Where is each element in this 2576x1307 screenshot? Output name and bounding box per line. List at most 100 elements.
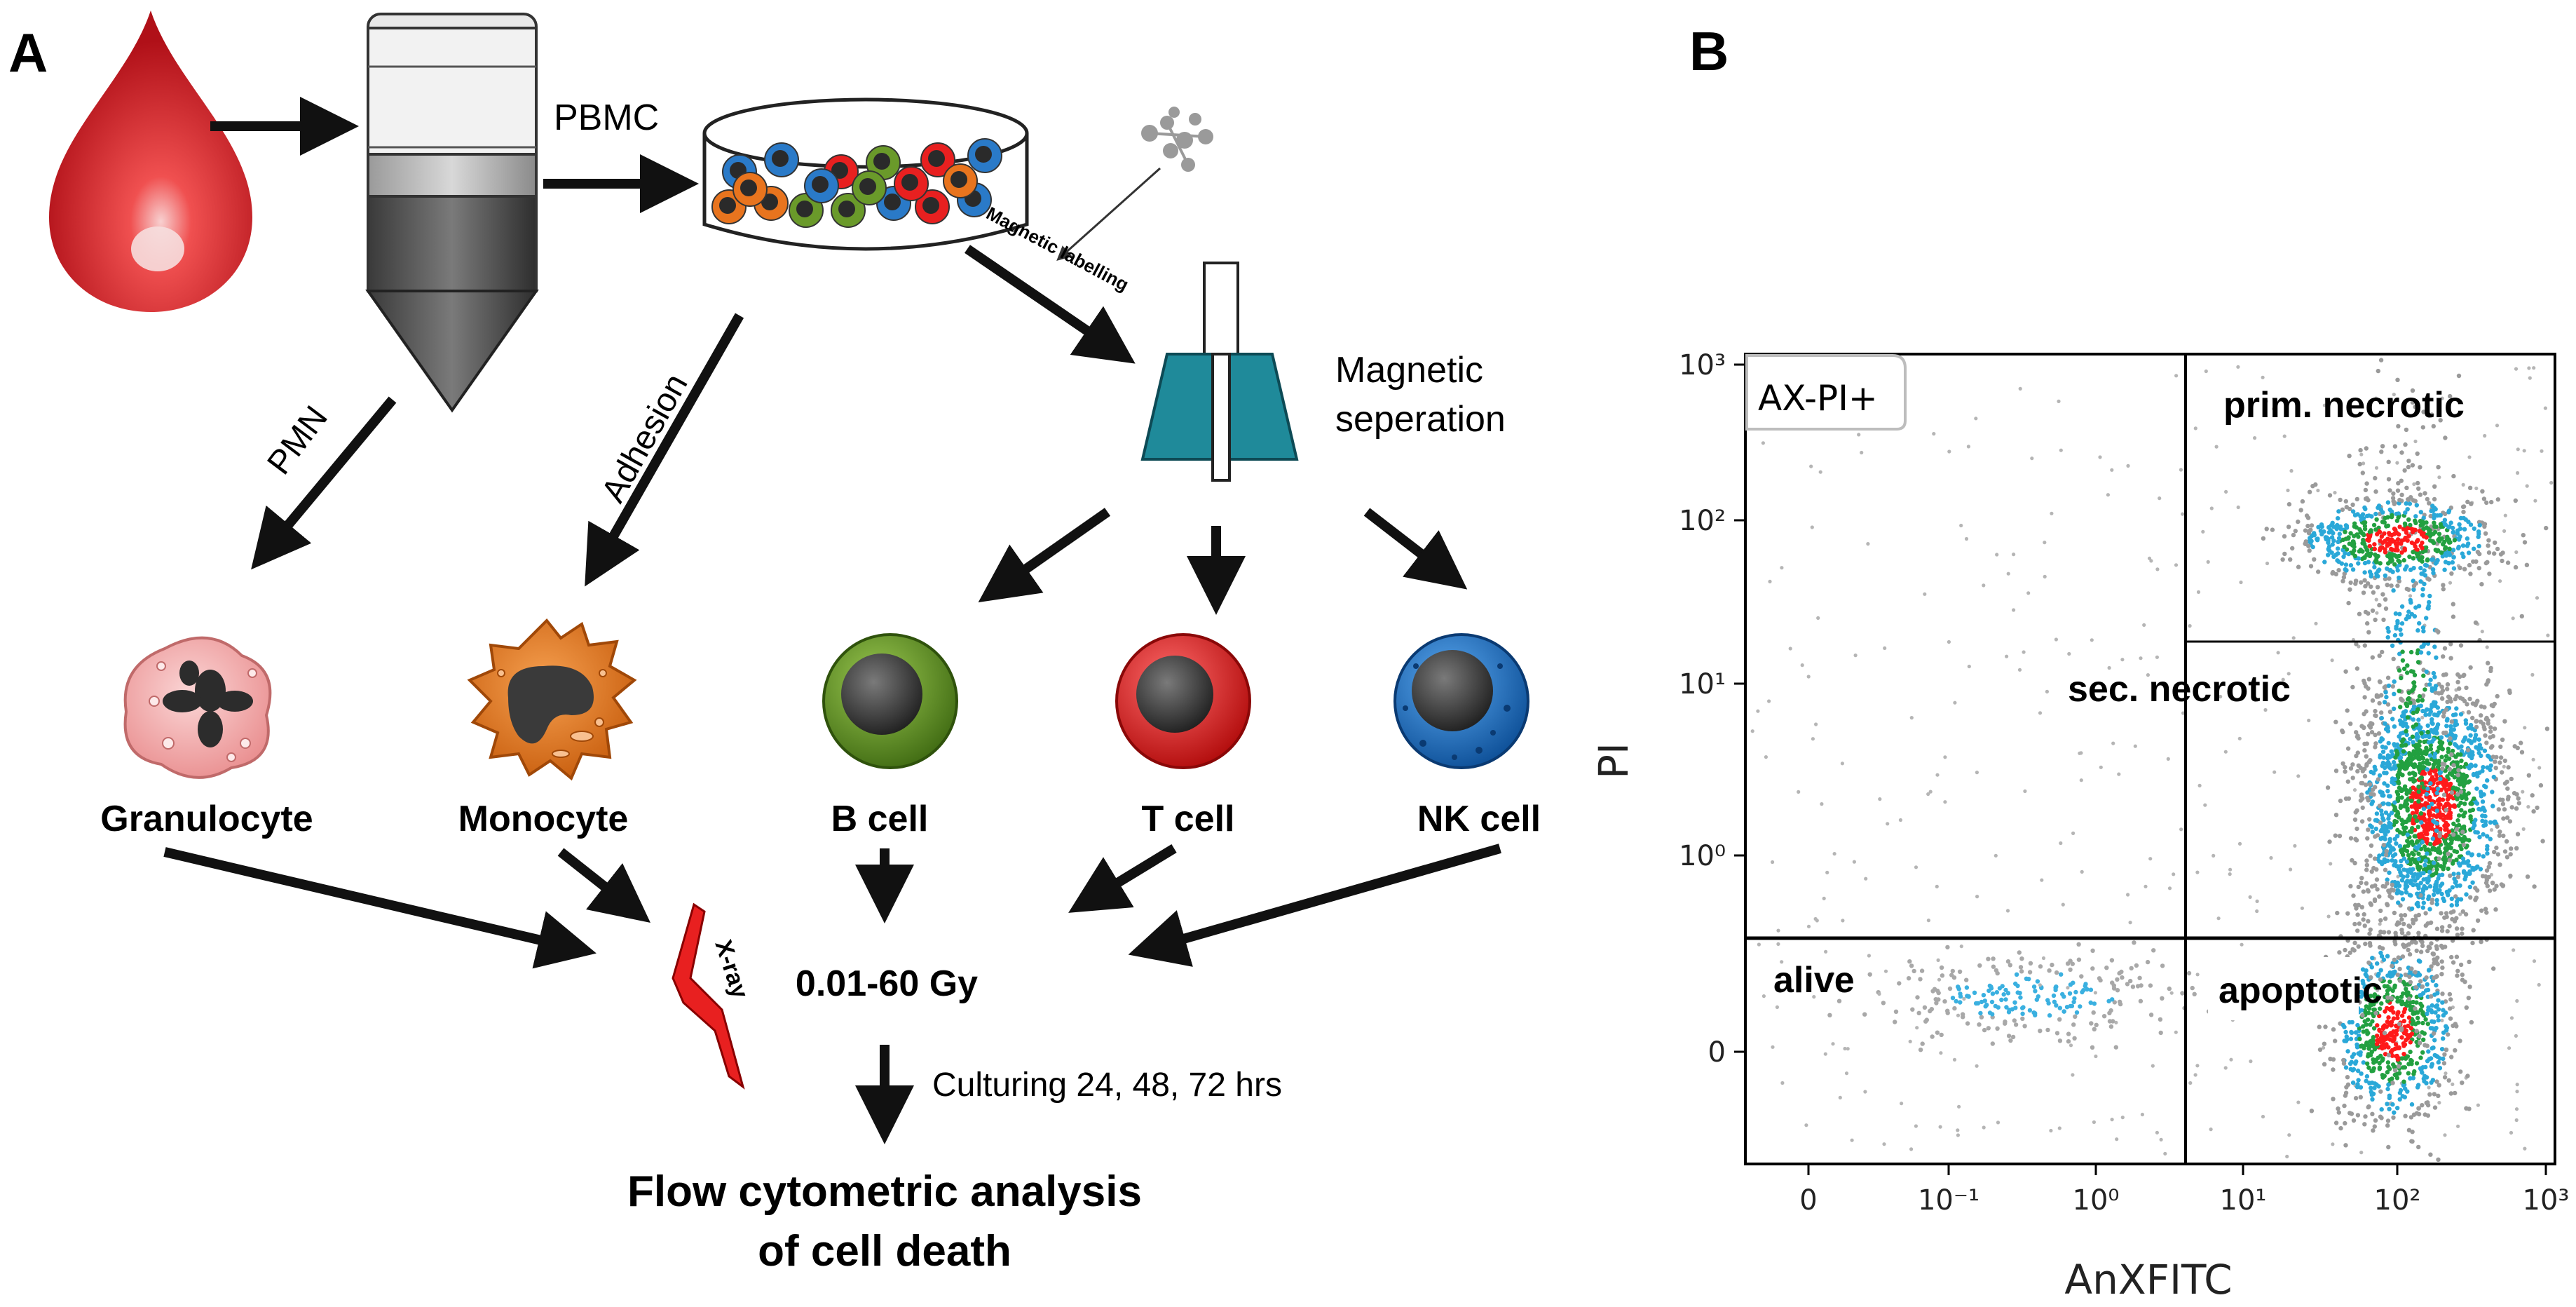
scatter-point: [2483, 907, 2488, 912]
scatter-point: [2392, 724, 2397, 729]
scatter-point: [2411, 1112, 2417, 1117]
scatter-point: [2444, 911, 2449, 916]
scatter-point: [2151, 1064, 2155, 1068]
dose-label: 0.01-60 Gy: [796, 963, 978, 1004]
scatter-point: [2480, 874, 2486, 879]
scatter-point: [2420, 698, 2425, 703]
scatter-point: [2166, 757, 2170, 761]
scatter-point: [2047, 1013, 2052, 1018]
scatter-point: [2393, 930, 2398, 935]
scatter-point: [2459, 808, 2464, 813]
scatter-point: [2148, 857, 2153, 861]
scatter-point: [2045, 689, 2049, 694]
scatter-point: [2500, 797, 2505, 803]
scatter-point: [2377, 602, 2382, 608]
scatter-point: [2148, 1013, 2154, 1017]
scatter-point: [1918, 977, 1923, 982]
scatter-point: [2435, 705, 2440, 710]
scatter-point: [2415, 1015, 2420, 1021]
scatter-point: [2434, 902, 2439, 907]
scatter-point: [2327, 839, 2332, 844]
scatter-point: [2427, 501, 2432, 506]
scatter-point: [2387, 888, 2392, 893]
scatter-point: [2064, 1005, 2070, 1010]
scatter-point: [1920, 1041, 1925, 1046]
scatter-point: [2463, 718, 2468, 723]
scatter-point: [2369, 869, 2374, 874]
scatter-point: [2167, 886, 2172, 890]
scatter-point: [2424, 1075, 2430, 1080]
scatter-point: [2395, 488, 2401, 493]
scatter-point: [2057, 1017, 2062, 1022]
scatter-point: [2494, 845, 2499, 851]
scatter-point: [2423, 923, 2428, 928]
scatter-point: [2368, 927, 2373, 933]
scatter-point: [2345, 708, 2350, 713]
granulocyte-icon: [123, 636, 272, 779]
scatter-point: [2367, 1081, 2372, 1086]
scatter-point: [2343, 551, 2347, 556]
scatter-point: [1977, 1022, 1982, 1027]
scatter-point: [2413, 917, 2418, 922]
scatter-point: [2130, 984, 2136, 989]
scatter-point: [2485, 645, 2489, 649]
scatter-point: [2461, 504, 2467, 509]
scatter-point: [2421, 1037, 2426, 1043]
scatter-point: [2418, 510, 2423, 515]
scatter-point: [2395, 811, 2401, 816]
scatter-point: [2496, 807, 2501, 812]
scatter-point: [2329, 535, 2335, 540]
scatter-point: [2429, 964, 2434, 969]
scatter-point: [1846, 1047, 1850, 1051]
scatter-point: [2444, 1028, 2449, 1033]
scatter-point: [2076, 942, 2081, 947]
scatter-point: [2493, 759, 2497, 764]
scatter-point: [2151, 948, 2156, 953]
scatter-point: [1867, 972, 1872, 977]
scatter-point: [2400, 954, 2406, 959]
arrow-t-cell-to-dose: [1068, 844, 1177, 913]
scatter-point: [2416, 959, 2422, 963]
scatter-point: [2012, 608, 2016, 612]
scatter-point: [2445, 929, 2450, 934]
scatter-point: [2415, 451, 2420, 456]
scatter-point: [2012, 553, 2016, 557]
scatter-point: [2411, 1011, 2415, 1016]
scatter-point: [2403, 973, 2408, 977]
scatter-point: [2466, 996, 2471, 1001]
scatter-point: [2395, 773, 2400, 778]
scatter-point: [2369, 843, 2374, 848]
scatter-point: [2507, 1046, 2512, 1050]
scatter-point: [2402, 844, 2408, 849]
scatter-point: [2398, 1088, 2404, 1093]
scatter-point: [2436, 802, 2441, 807]
scatter-point: [2336, 1110, 2341, 1115]
scatter-point: [1962, 996, 1966, 1001]
scatter-point: [2406, 1127, 2412, 1133]
scatter-point: [2418, 1001, 2423, 1007]
scatter-point: [2404, 791, 2409, 797]
scatter-point: [1990, 1041, 1995, 1046]
scatter-point: [2364, 881, 2369, 886]
scatter-point: [2439, 1047, 2445, 1052]
scatter-point: [2364, 858, 2369, 863]
scatter-point: [2465, 747, 2471, 753]
scatter-point: [2362, 773, 2368, 779]
scatter-point: [2492, 820, 2497, 825]
scatter-point: [2374, 517, 2379, 522]
scatter-point: [2411, 820, 2415, 826]
scatter-point: [1986, 956, 1991, 961]
scatter-point: [2435, 786, 2441, 792]
scatter-point: [2544, 525, 2549, 531]
scatter-point: [2418, 579, 2423, 584]
scatter-point: [2418, 565, 2423, 571]
scatter-point: [1967, 664, 1971, 669]
scatter-point: [2203, 803, 2207, 807]
scatter-point: [2373, 883, 2378, 888]
scatter-point: [2404, 868, 2410, 873]
scatter-point: [2343, 529, 2347, 534]
scatter-point: [2314, 621, 2318, 625]
scatter-point: [2420, 549, 2425, 555]
scatter-point: [2425, 837, 2430, 842]
scatter-point: [2399, 1026, 2404, 1031]
